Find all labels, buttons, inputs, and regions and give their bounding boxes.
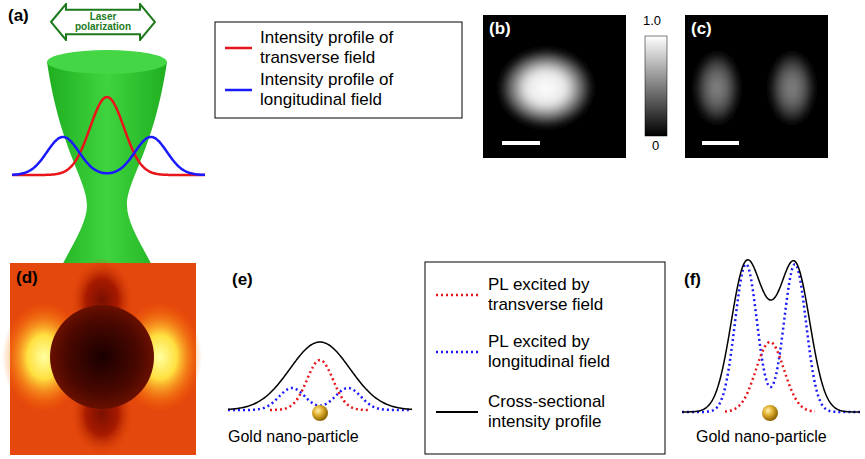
legend-text: PL excited by longitudinal field xyxy=(488,332,660,371)
focal-image xyxy=(685,15,828,158)
field-map xyxy=(2,258,202,456)
profile-curve xyxy=(682,260,860,412)
panel-label: (f) xyxy=(684,270,701,290)
legend-text: Cross-sectional intensity profile xyxy=(488,392,660,431)
profile-curve xyxy=(12,97,205,175)
profile-curve xyxy=(270,360,370,410)
arrow-label: Laser polarization xyxy=(68,12,138,33)
panel-label: (e) xyxy=(232,270,253,290)
gold-particle xyxy=(312,405,328,421)
legend-text: Intensity profile of transverse field xyxy=(260,28,455,67)
legend-text: PL excited by transverse field xyxy=(488,275,660,314)
legend-box xyxy=(215,22,462,118)
legend-box xyxy=(425,262,665,454)
scale-bar xyxy=(502,141,540,145)
profile-curve xyxy=(725,342,815,412)
legend-sample xyxy=(436,294,478,297)
scale-bar xyxy=(702,141,739,145)
annotation-label: 0 xyxy=(652,139,659,154)
annotation-label: Gold nano-particle xyxy=(228,428,359,446)
panel-label: (d) xyxy=(16,268,38,288)
legend-text: Intensity profile of longitudinal field xyxy=(260,70,455,109)
gold-particle xyxy=(762,405,778,421)
legend-sample xyxy=(225,47,252,50)
legend-sample xyxy=(436,411,478,413)
annotation-label: Gold nano-particle xyxy=(696,428,827,446)
panel-label: (b) xyxy=(489,19,511,39)
profile-curve xyxy=(682,264,860,412)
profile-curve xyxy=(12,137,205,175)
colorbar xyxy=(645,36,667,136)
legend-sample xyxy=(225,89,252,92)
focal-image xyxy=(483,15,626,158)
polarization-arrow: Laser polarization xyxy=(50,3,156,41)
panel-label: (a) xyxy=(8,6,29,26)
annotation-label: 1.0 xyxy=(643,14,661,29)
panel-label: (c) xyxy=(691,19,712,39)
legend-sample xyxy=(436,351,478,354)
profile-curve xyxy=(228,342,412,409)
